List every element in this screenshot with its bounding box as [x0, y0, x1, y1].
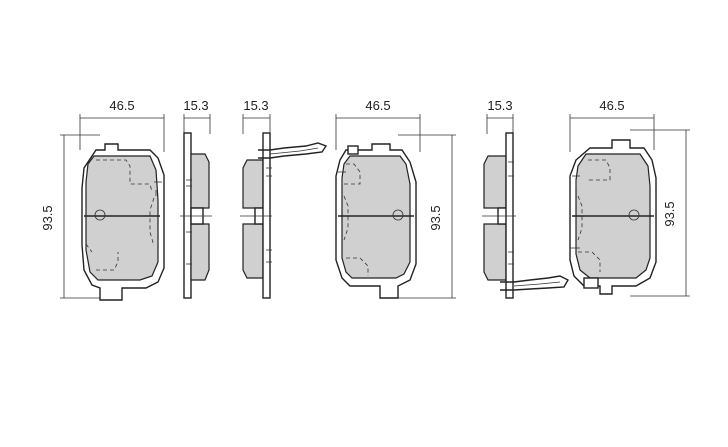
thickness-dimension-label: 15.3 [487, 98, 512, 113]
thickness-dimension-label: 15.3 [183, 98, 208, 113]
view-4-pad-front-with-sensor: 46.5 93.5 [335, 98, 456, 299]
view-6-pad-front: 46.5 93.5 [569, 98, 690, 297]
width-dimension-label: 46.5 [109, 98, 134, 113]
height-dimension-label: 93.5 [40, 205, 55, 230]
view-5-pad-side-with-sensor: 15.3 [482, 98, 569, 299]
view-2-pad-side: 15.3 [180, 98, 212, 299]
width-dimension-label: 46.5 [365, 98, 390, 113]
height-dimension-label: 93.5 [662, 201, 677, 226]
width-dimension-label: 46.5 [599, 98, 624, 113]
view-3-pad-side-with-sensor: 15.3 [240, 98, 328, 299]
thickness-dimension-label: 15.3 [243, 98, 268, 113]
height-dimension-label: 93.5 [428, 205, 443, 230]
view-1-pad-front: 46.5 93.5 [40, 98, 165, 301]
